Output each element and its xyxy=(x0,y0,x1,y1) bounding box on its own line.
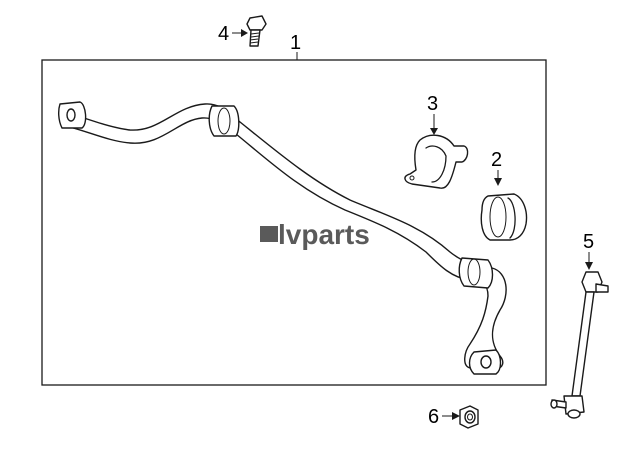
bushing-bracket-icon[interactable] xyxy=(404,134,469,189)
callout-4[interactable]: 4 xyxy=(218,23,248,45)
callout-2-label: 2 xyxy=(491,149,502,171)
link-rod xyxy=(571,291,595,397)
right-end-hole xyxy=(480,355,492,369)
callout-3-label: 3 xyxy=(427,93,438,115)
watermark-logo-mark xyxy=(260,226,278,242)
bolt-icon[interactable] xyxy=(246,15,267,47)
bar-bushing-left xyxy=(208,105,240,137)
callout-3[interactable]: 3 xyxy=(427,93,438,135)
stabilizer-link-icon[interactable] xyxy=(550,271,609,419)
callout-2[interactable]: 2 xyxy=(491,149,502,186)
assembly-frame xyxy=(41,59,547,386)
bar-bushing-right xyxy=(458,257,494,289)
callout-1[interactable]: 1 xyxy=(290,32,301,60)
watermark-text: lvparts xyxy=(278,219,370,250)
callout-1-label: 1 xyxy=(290,32,301,54)
bolt-shank xyxy=(249,29,261,47)
callout-6[interactable]: 6 xyxy=(428,406,460,428)
left-end-hole xyxy=(66,108,76,122)
callout-5[interactable]: 5 xyxy=(583,231,594,270)
nut-icon[interactable] xyxy=(459,405,479,429)
bracket-body xyxy=(404,134,469,189)
bolt-head xyxy=(246,15,267,31)
watermark: lvparts xyxy=(260,219,370,250)
stabilizer-bar-icon[interactable] xyxy=(57,101,507,375)
bushing-body xyxy=(480,193,528,241)
callout-6-label: 6 xyxy=(428,406,439,428)
bushing-icon[interactable] xyxy=(480,193,528,241)
callout-4-label: 4 xyxy=(218,23,229,45)
callout-5-label: 5 xyxy=(583,231,594,253)
